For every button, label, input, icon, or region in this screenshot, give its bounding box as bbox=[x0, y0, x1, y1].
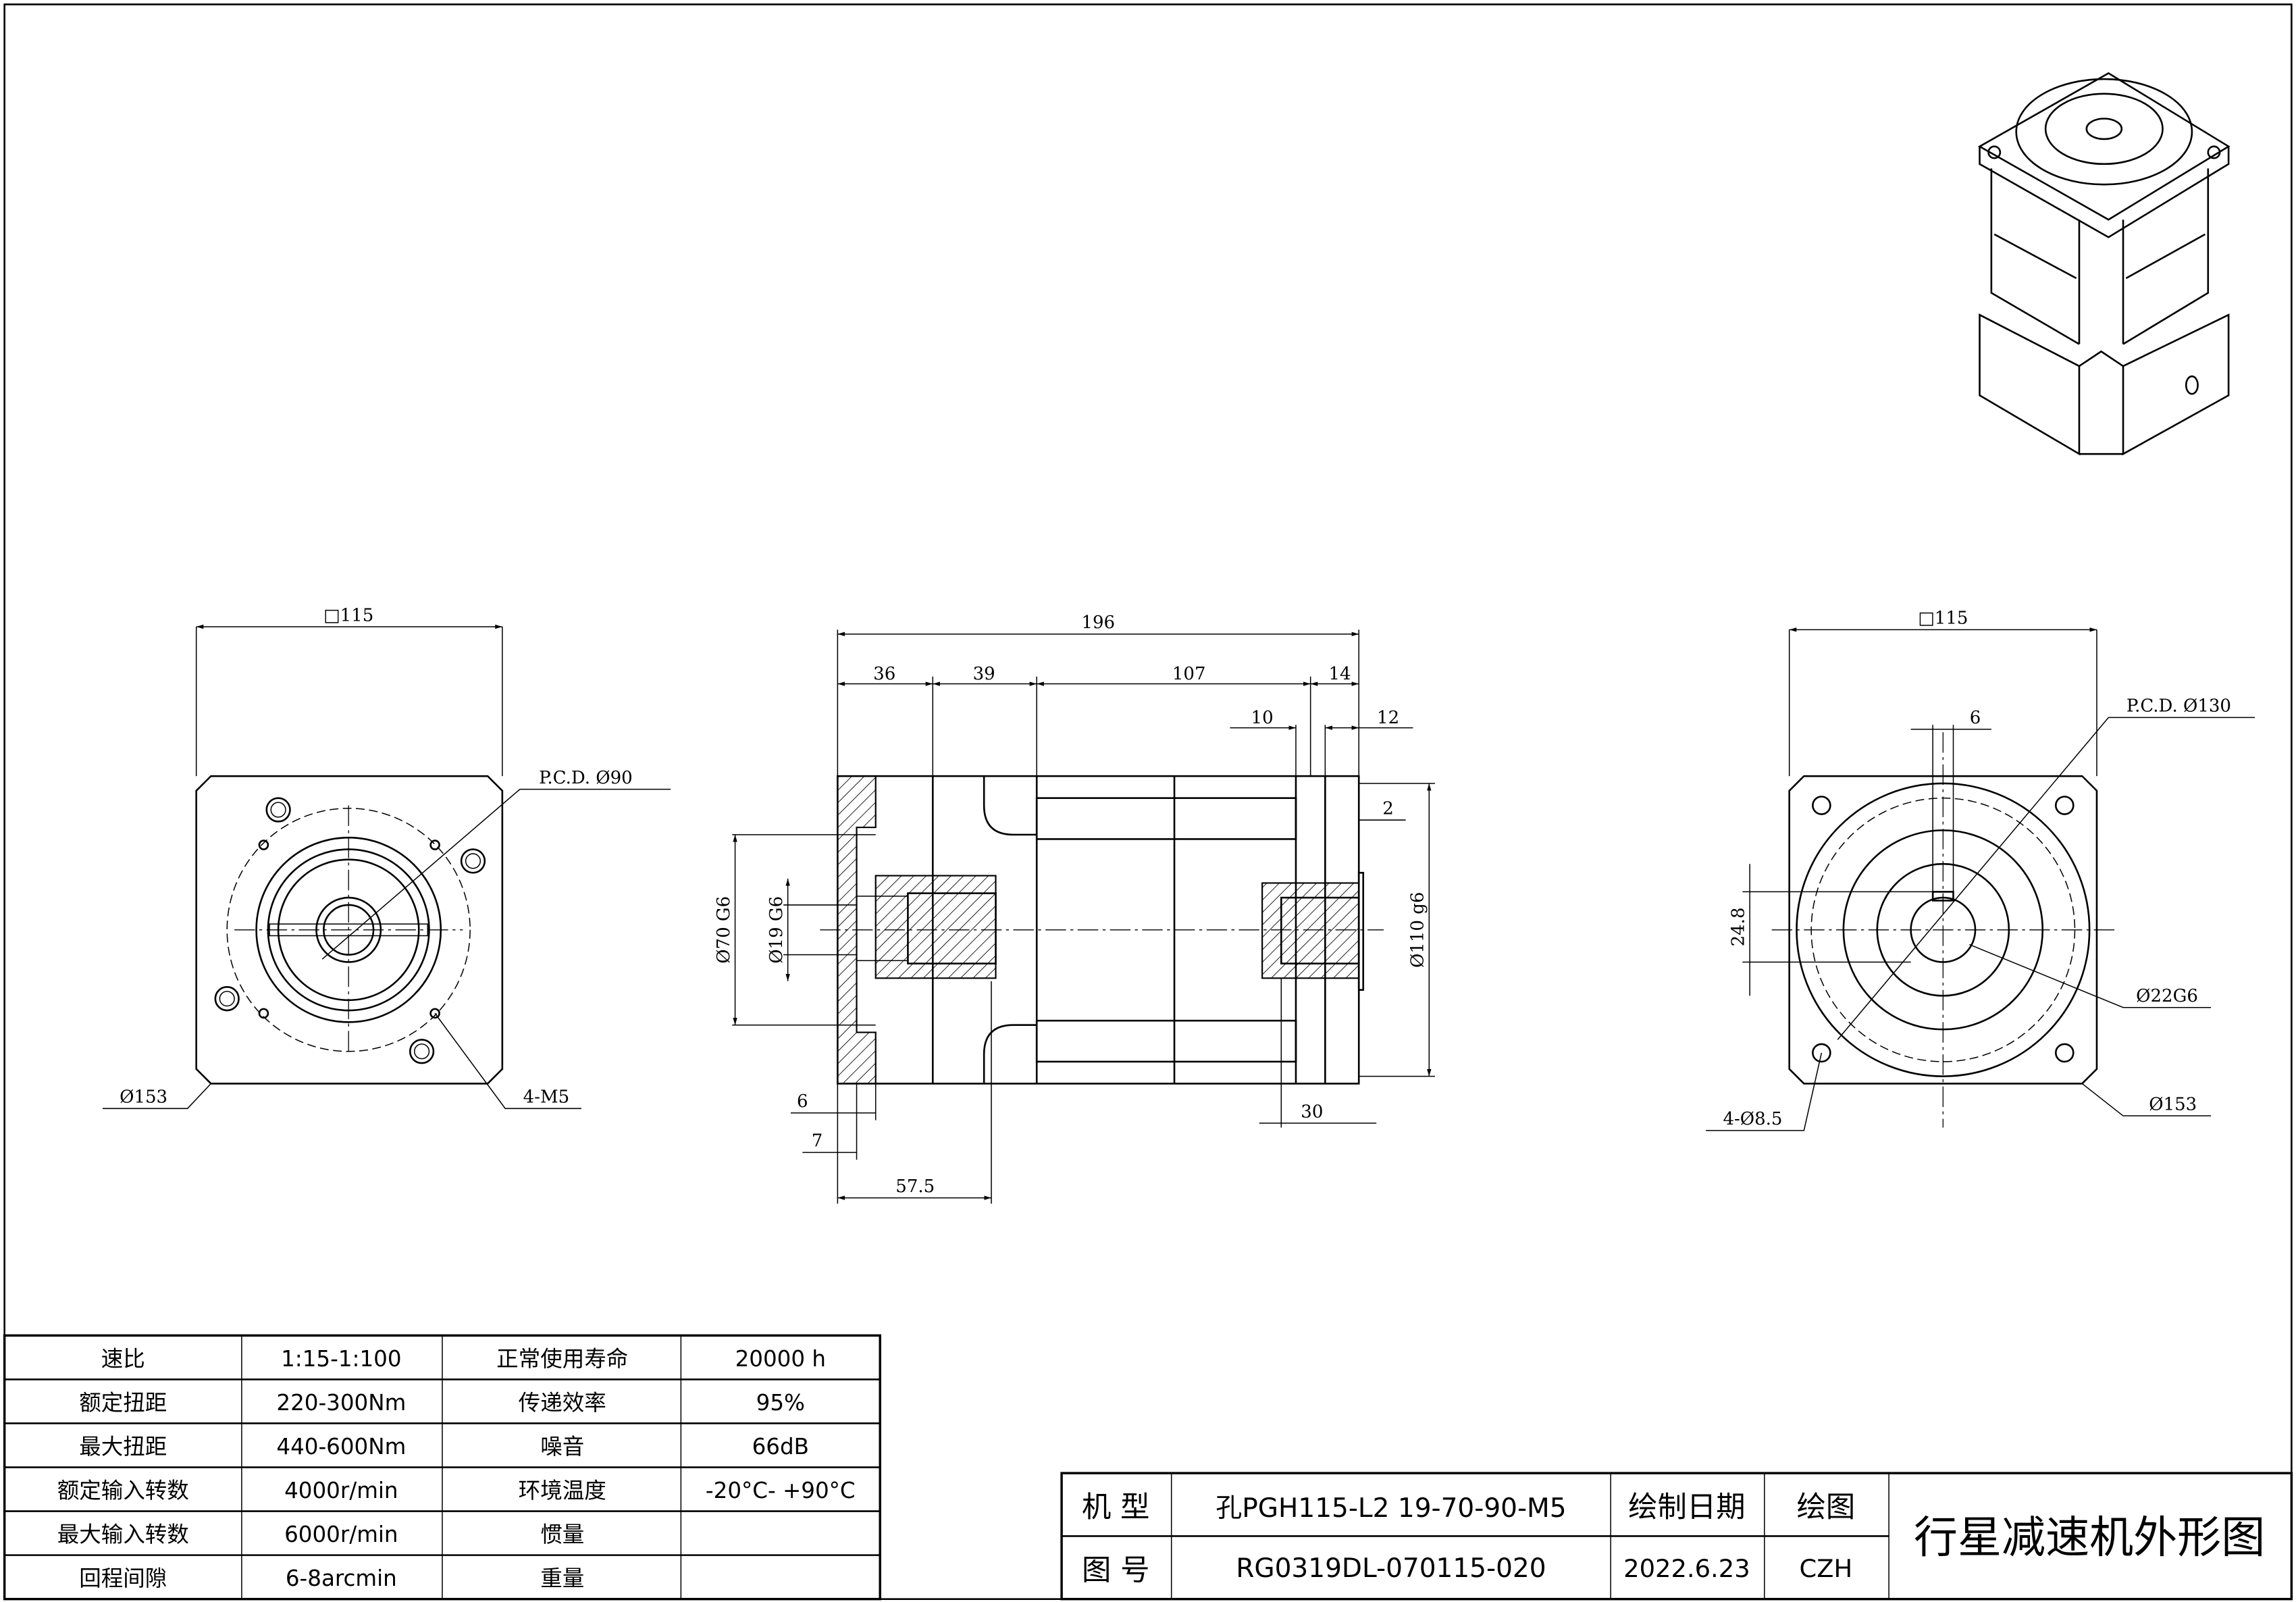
spec-label: 惯量 bbox=[540, 1522, 584, 1547]
spec-label: 回程间隙 bbox=[79, 1566, 167, 1591]
date-value: 2022.6.23 bbox=[1623, 1554, 1750, 1583]
drawing-title: 行星减速机外形图 bbox=[1914, 1512, 2265, 1563]
dim-key: 6 bbox=[1970, 708, 1981, 728]
spec-value: 1:15-1:100 bbox=[281, 1346, 401, 1372]
title-block: 机 型 孔PGH115-L2 19-70-90-M5 绘制日期 绘图 图 号 R… bbox=[1060, 1472, 2293, 1601]
drawer-label: 绘图 bbox=[1797, 1491, 1856, 1524]
dim-6: 6 bbox=[797, 1091, 808, 1112]
spec-label: 噪音 bbox=[540, 1434, 584, 1459]
dim-pcd: P.C.D. Ø90 bbox=[539, 768, 633, 788]
dim-30: 30 bbox=[1301, 1102, 1323, 1122]
date-label: 绘制日期 bbox=[1628, 1491, 1745, 1524]
spec-value: 220-300Nm bbox=[276, 1390, 406, 1416]
dim-39: 39 bbox=[973, 664, 995, 684]
dim-outer-dia-right: Ø153 bbox=[2149, 1094, 2197, 1114]
spec-value: -20°C- +90°C bbox=[706, 1478, 856, 1503]
isometric-view bbox=[1977, 72, 2230, 456]
drawer-value: CZH bbox=[1800, 1554, 1853, 1583]
dim-shaft: Ø22G6 bbox=[2136, 986, 2198, 1006]
dim-7: 7 bbox=[812, 1131, 823, 1152]
drawing-no-value: RG0319DL-070115-020 bbox=[1236, 1553, 1546, 1584]
spec-value: 95% bbox=[756, 1390, 805, 1416]
spec-label: 速比 bbox=[101, 1346, 145, 1372]
dim-overall: 196 bbox=[1081, 613, 1115, 633]
spec-value: 4000r/min bbox=[284, 1478, 398, 1503]
spec-value: 440-600Nm bbox=[276, 1434, 406, 1459]
spec-label: 正常使用寿命 bbox=[496, 1346, 628, 1372]
side-section-view: 196 36 39 107 14 10 12 2 Ø110 g6 Ø70 G6 … bbox=[714, 613, 1435, 1204]
dim-bore-19: Ø19 G6 bbox=[766, 896, 787, 964]
dim-square: □115 bbox=[323, 605, 373, 625]
dim-2: 2 bbox=[1382, 799, 1394, 819]
dim-57-5: 57.5 bbox=[895, 1177, 935, 1197]
dim-holes: 4-M5 bbox=[523, 1087, 570, 1108]
spec-value: 20000 h bbox=[735, 1346, 826, 1372]
output-flange-view: □115 6 24.8 P.C.D. Ø130 Ø22G6 Ø153 4-Ø8.… bbox=[1706, 609, 2255, 1131]
spec-label: 传递效率 bbox=[519, 1390, 606, 1416]
spec-label: 额定扭距 bbox=[79, 1390, 167, 1416]
dim-107: 107 bbox=[1172, 664, 1206, 684]
spec-value: 66dB bbox=[752, 1434, 809, 1459]
spec-value: 6000r/min bbox=[284, 1522, 398, 1547]
dim-14: 14 bbox=[1328, 664, 1351, 684]
drawing-no-label: 图 号 bbox=[1082, 1553, 1150, 1587]
dim-holes-right: 4-Ø8.5 bbox=[1723, 1109, 1782, 1129]
spec-label: 最大输入转数 bbox=[57, 1522, 189, 1547]
dim-10: 10 bbox=[1251, 708, 1274, 728]
dim-square-right: □115 bbox=[1918, 609, 1968, 629]
input-flange-view: □115 P.C.D. Ø90 Ø153 4-M5 bbox=[102, 605, 671, 1110]
spec-value: 6-8arcmin bbox=[286, 1566, 397, 1591]
spec-label: 环境温度 bbox=[519, 1478, 606, 1503]
dim-key-height: 24.8 bbox=[1728, 908, 1748, 947]
spec-label: 额定输入转数 bbox=[57, 1478, 189, 1503]
dim-pilot-110: Ø110 g6 bbox=[1408, 892, 1428, 968]
dim-12: 12 bbox=[1377, 708, 1399, 728]
spec-label: 最大扭距 bbox=[79, 1434, 167, 1459]
dim-36: 36 bbox=[873, 664, 895, 684]
model-label: 机 型 bbox=[1082, 1491, 1150, 1524]
spec-table: 速比 1:15-1:100 正常使用寿命 20000 h 额定扭距 220-30… bbox=[3, 1334, 881, 1601]
dim-outer-dia: Ø153 bbox=[120, 1087, 167, 1108]
spec-label: 重量 bbox=[540, 1566, 584, 1591]
dim-bore-70: Ø70 G6 bbox=[714, 896, 734, 964]
dim-pcd-right: P.C.D. Ø130 bbox=[2127, 696, 2231, 717]
model-value: 孔PGH115-L2 19-70-90-M5 bbox=[1216, 1493, 1566, 1524]
